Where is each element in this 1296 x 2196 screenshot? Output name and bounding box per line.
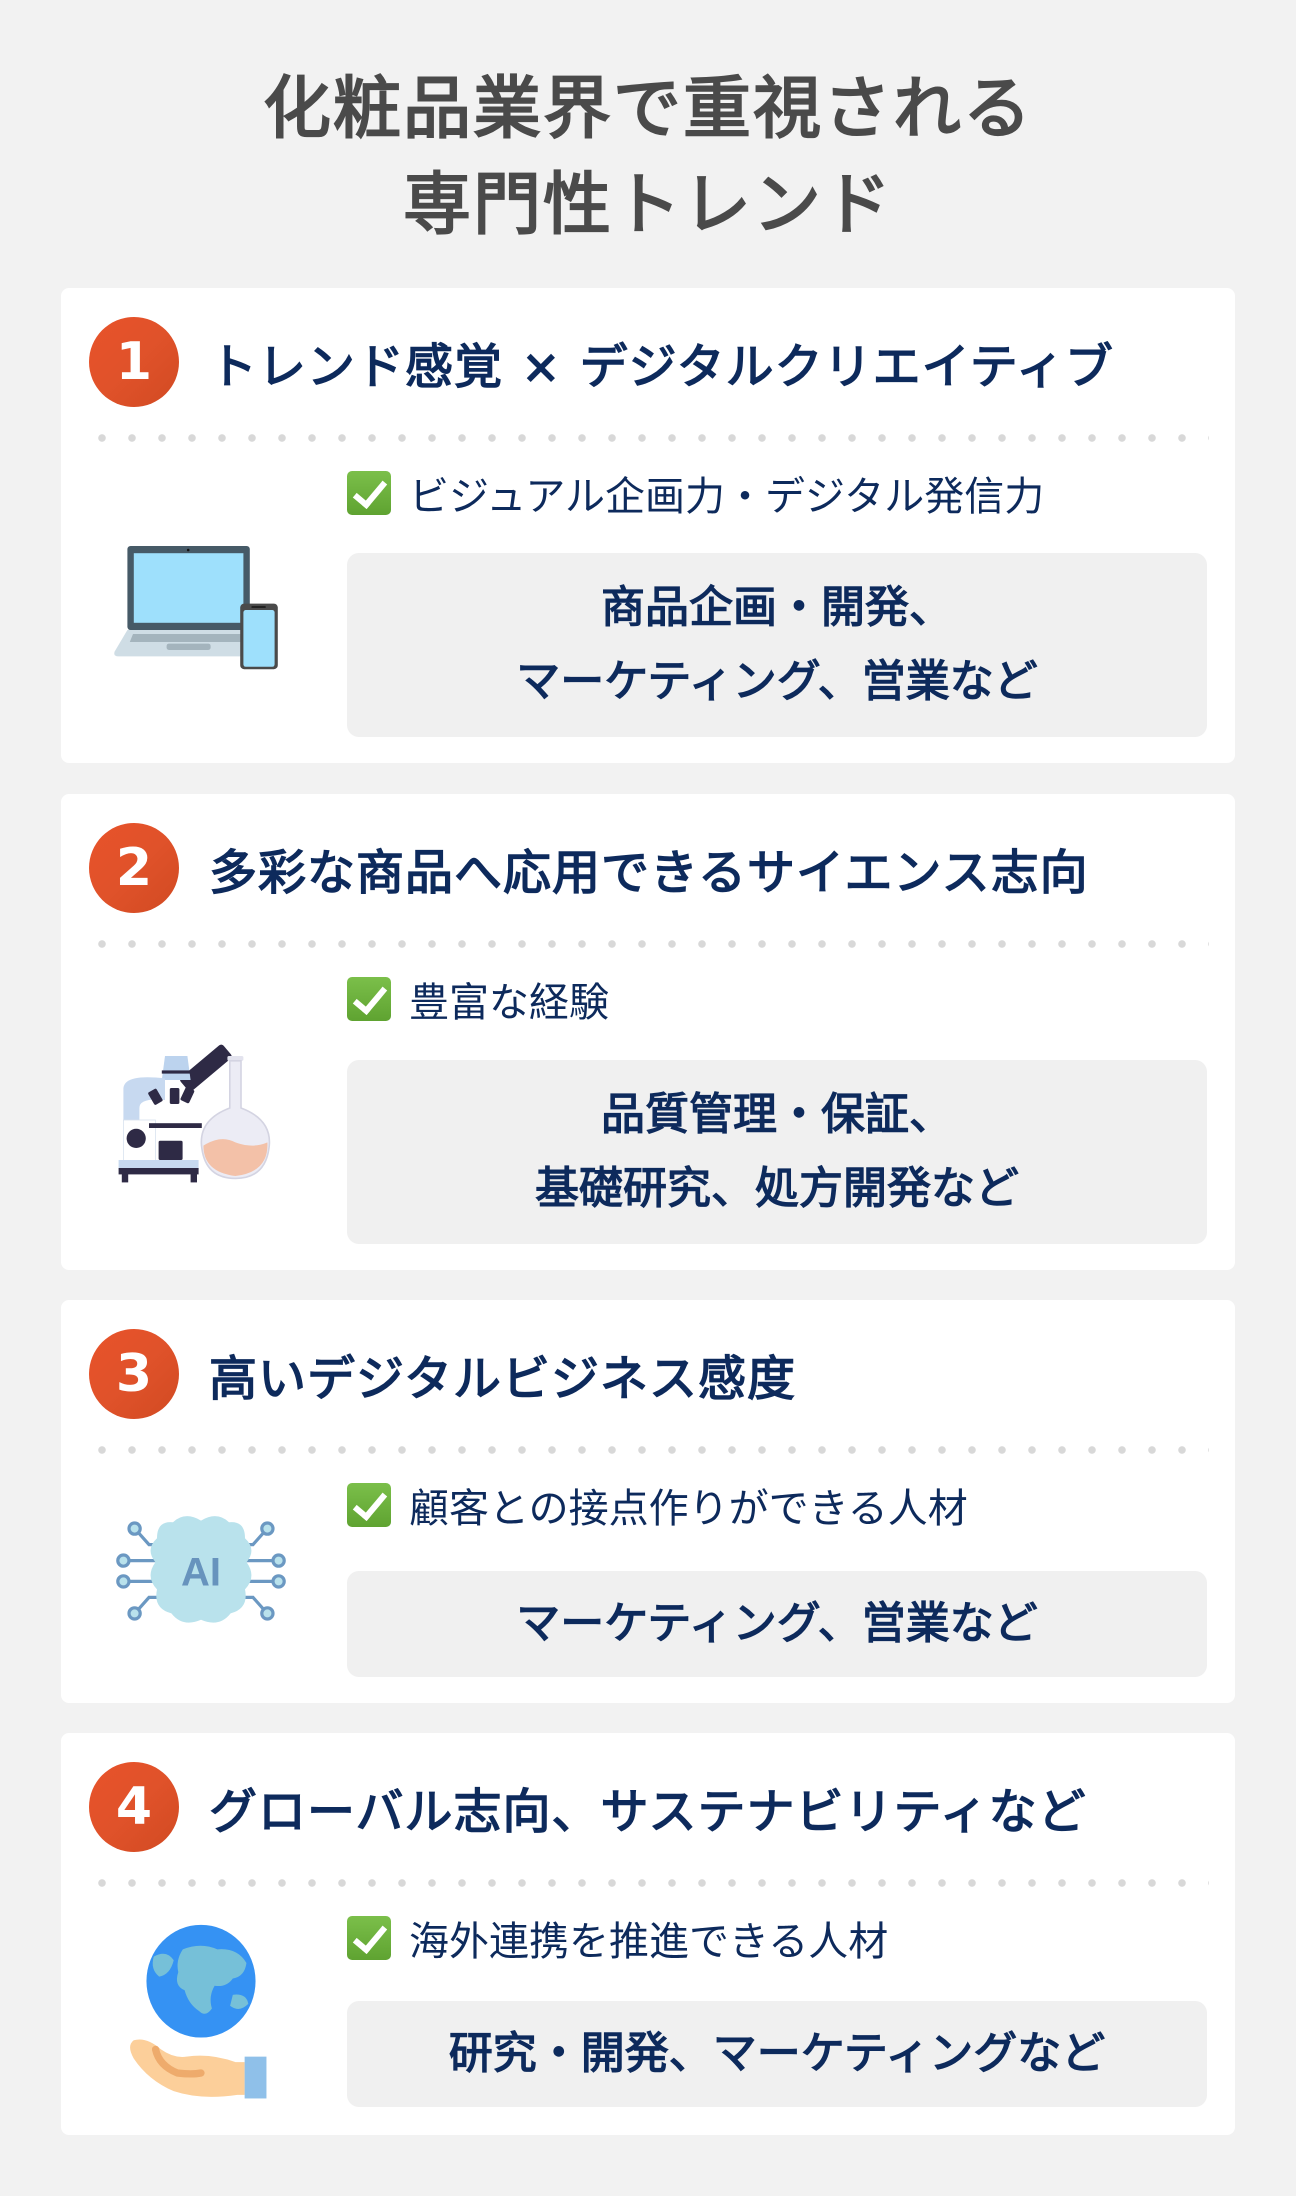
role-box: 品質管理・保証、 基礎研究、処方開発など (347, 1060, 1207, 1244)
trend-card-3: 3 高いデジタルビジネス感度 (61, 1300, 1235, 1703)
role-line: 研究・開発、マーケティングなど (448, 2028, 1106, 2079)
laptop-smartphone-icon (101, 510, 301, 710)
globe-hand-icon (101, 1913, 301, 2113)
role-line: 商品企画・開発、 (601, 582, 953, 633)
card-header: 2 多彩な商品へ応用できるサイエンス志向 (89, 822, 1215, 914)
dotted-divider (87, 434, 1209, 442)
dotted-divider (87, 1446, 1209, 1454)
check-text: 豊富な経験 (409, 980, 609, 1026)
role-line: マーケティング、営業など (516, 656, 1038, 707)
dotted-divider (87, 940, 1209, 948)
card-header: 3 高いデジタルビジネス感度 (89, 1328, 1215, 1420)
card-heading: 高いデジタルビジネス感度 (209, 1351, 797, 1407)
number-badge: 3 (89, 1329, 179, 1419)
card-heading: トレンド感覚 × デジタルクリエイティブ (209, 339, 1114, 395)
role-line: 品質管理・保証、 (601, 1089, 953, 1140)
checkmark-icon (347, 1483, 391, 1527)
check-item: 豊富な経験 (347, 970, 609, 1028)
card-heading: グローバル志向、サステナビリティなど (209, 1784, 1087, 1840)
check-text: 顧客との接点作りができる人材 (409, 1486, 968, 1532)
trend-card-1: 1 トレンド感覚 × デジタルクリエイティブ ビジュアル企画力・デジタル発信力 … (61, 288, 1235, 763)
check-item: 顧客との接点作りができる人材 (347, 1476, 968, 1534)
card-header: 1 トレンド感覚 × デジタルクリエイティブ (89, 316, 1215, 408)
svg-text:AI: AI (181, 1550, 221, 1594)
check-item: ビジュアル企画力・デジタル発信力 (347, 464, 1044, 522)
check-item: 海外連携を推進できる人材 (347, 1909, 888, 1967)
number-badge: 1 (89, 317, 179, 407)
checkmark-icon (347, 471, 391, 515)
trend-card-2: 2 多彩な商品へ応用できるサイエンス志向 豊富な経験 (61, 794, 1235, 1270)
role-line: 基礎研究、処方開発など (535, 1163, 1019, 1214)
role-box: 商品企画・開発、 マーケティング、営業など (347, 553, 1207, 737)
trend-card-4: 4 グローバル志向、サステナビリティなど 海外連携を推進できる人材 研究・開発、… (61, 1733, 1235, 2135)
dotted-divider (87, 1879, 1209, 1887)
number-badge: 2 (89, 823, 179, 913)
microscope-flask-icon (101, 994, 301, 1214)
card-header: 4 グローバル志向、サステナビリティなど (89, 1761, 1215, 1853)
page-title-line-2: 専門性トレンド (402, 166, 893, 245)
page-title-line-1: 化粧品業界で重視される (262, 70, 1033, 149)
role-line: マーケティング、営業など (516, 1598, 1038, 1649)
page-title: 化粧品業界で重視される 専門性トレンド (0, 62, 1296, 254)
checkmark-icon (347, 1916, 391, 1960)
role-box: マーケティング、営業など (347, 1571, 1207, 1677)
check-text: ビジュアル企画力・デジタル発信力 (409, 474, 1045, 520)
check-text: 海外連携を推進できる人材 (409, 1919, 889, 1965)
checkmark-icon (347, 977, 391, 1021)
ai-brain-circuit-icon: AI (101, 1500, 301, 1650)
role-box: 研究・開発、マーケティングなど (347, 2001, 1207, 2107)
number-badge: 4 (89, 1762, 179, 1852)
card-heading: 多彩な商品へ応用できるサイエンス志向 (209, 845, 1089, 901)
